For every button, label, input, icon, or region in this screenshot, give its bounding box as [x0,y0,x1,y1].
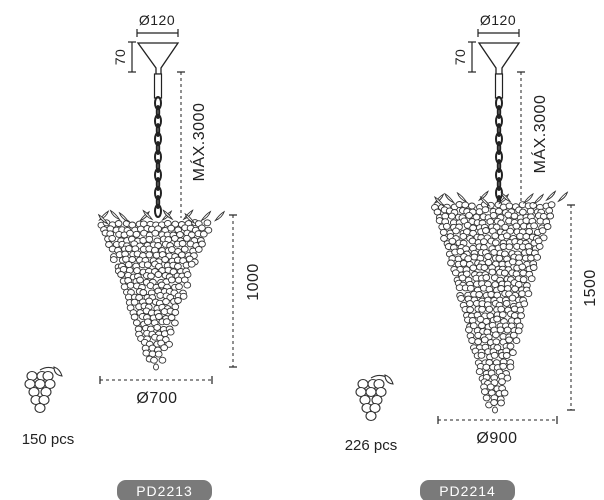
crystal-cluster-icon [355,374,394,422]
canopy-diameter-dimension [477,29,520,37]
canopy-height-dimension [468,41,476,73]
canopy-shape [136,42,180,75]
body-height-label: 1500 [582,269,599,307]
canopy-height-label: 70 [452,49,468,66]
max-drop-label: MÁX.3000 [189,103,208,182]
product-code-badge [420,480,515,500]
product-code: PD2214 [439,483,496,499]
product-pd2213: Ø120 70 MÁX.3000 1000 [22,12,262,500]
body-height-dimension [229,214,237,368]
canopy-diameter-dimension [136,29,179,37]
product-code: PD2213 [136,483,193,499]
max-drop-label: MÁX.3000 [530,95,549,174]
body-height-label: 1000 [245,263,262,301]
suspension-chain [495,96,503,209]
canopy-shape [477,42,521,75]
canopy-height-label: 70 [112,49,128,66]
product-pd2214: Ø120 70 MÁX.3000 1500 [345,12,599,500]
chandelier-crystal-body [431,190,569,414]
body-diameter-label: Ø900 [476,430,517,447]
suspension-chain [154,96,162,218]
pieces-count: 150 pcs [22,431,75,448]
body-diameter-dimension [99,376,213,384]
body-diameter-label: Ø700 [136,390,177,407]
canopy-rod [494,73,504,99]
canopy-height-dimension [128,41,136,73]
canopy-diameter-label: Ø120 [139,12,175,28]
pieces-count: 226 pcs [345,437,398,454]
chandelier-crystal-body [97,209,226,371]
crystal-cluster-icon [24,366,63,414]
body-height-dimension [567,204,575,411]
canopy-rod [153,73,163,99]
product-code-badge [117,480,212,500]
body-diameter-dimension [437,416,558,424]
canopy-diameter-label: Ø120 [480,12,516,28]
